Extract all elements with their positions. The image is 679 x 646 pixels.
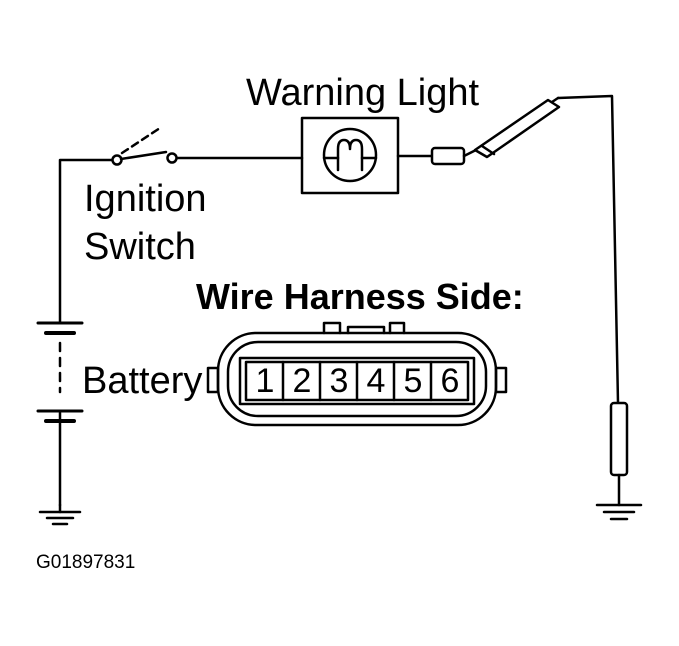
ignition-switch-symbol: [111, 126, 178, 166]
right-wire: [556, 94, 620, 405]
battery-label: Battery: [82, 360, 203, 402]
connector-body: [206, 321, 508, 427]
connector-pin-2: 2: [292, 362, 312, 400]
probe-pen: [473, 96, 561, 159]
ignition-label: Ignition: [84, 178, 207, 220]
connector-pin-4: 4: [366, 362, 386, 400]
left-wire: [58, 158, 114, 507]
connector-pin-1: 1: [255, 362, 275, 400]
battery-symbol: [36, 321, 84, 423]
probe-plug: [430, 146, 478, 166]
figure-code: G01897831: [36, 552, 136, 573]
connector-pin-6: 6: [440, 362, 460, 400]
top-wire: [175, 154, 434, 160]
warning-light-symbol: [300, 116, 400, 195]
warning-light-label: Warning Light: [246, 72, 480, 114]
wire-harness-side-label: Wire Harness Side:: [196, 276, 524, 317]
connector-pin-5: 5: [403, 362, 423, 400]
right-ground-symbol: [595, 503, 643, 521]
left-ground-symbol: [38, 503, 82, 526]
switch-label: Switch: [84, 226, 196, 268]
ground-probe: [609, 401, 629, 507]
connector-pin-3: 3: [329, 362, 349, 400]
